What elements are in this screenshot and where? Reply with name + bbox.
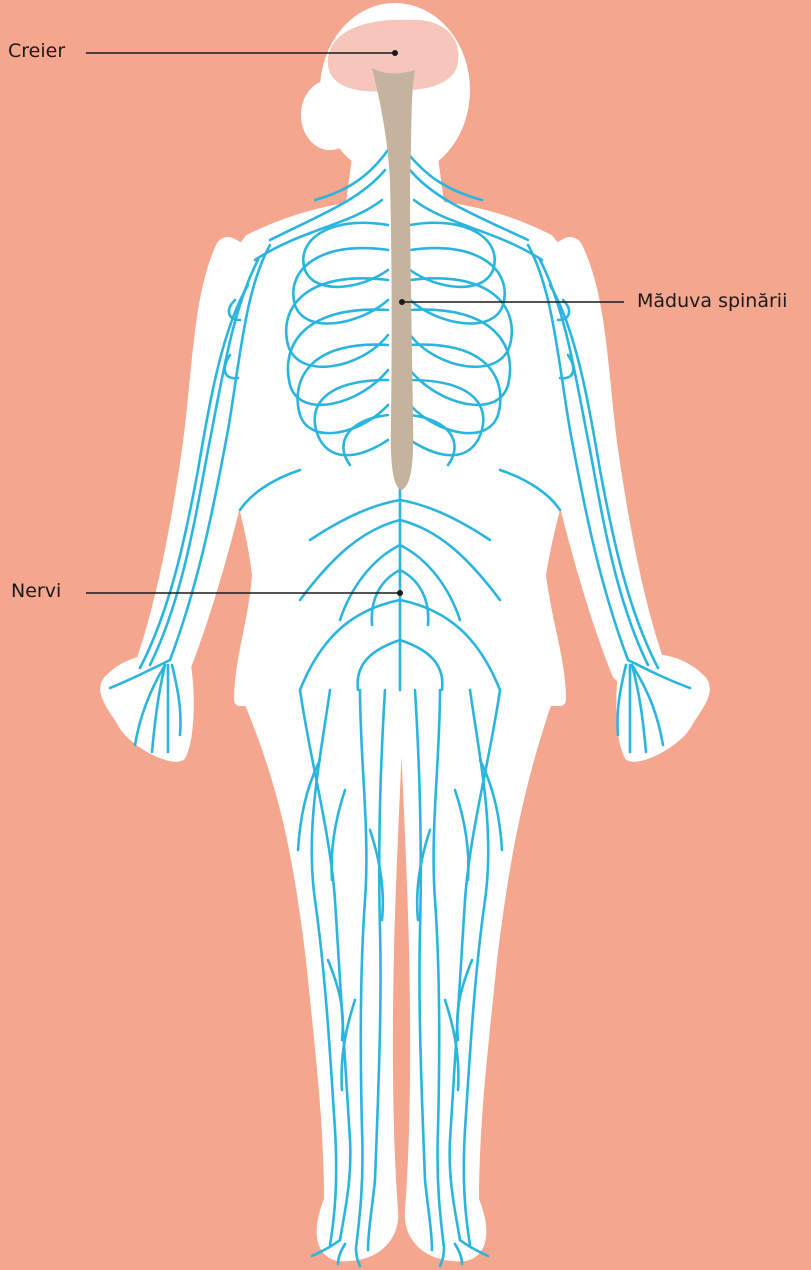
leader-dot-spinal-cord xyxy=(399,299,405,305)
leader-dot-nerves xyxy=(397,590,403,596)
label-spinal-cord: Măduva spinării xyxy=(637,292,787,311)
leader-dot-brain xyxy=(392,50,398,56)
label-brain: Creier xyxy=(8,42,65,61)
label-nerves: Nervi xyxy=(11,582,61,601)
